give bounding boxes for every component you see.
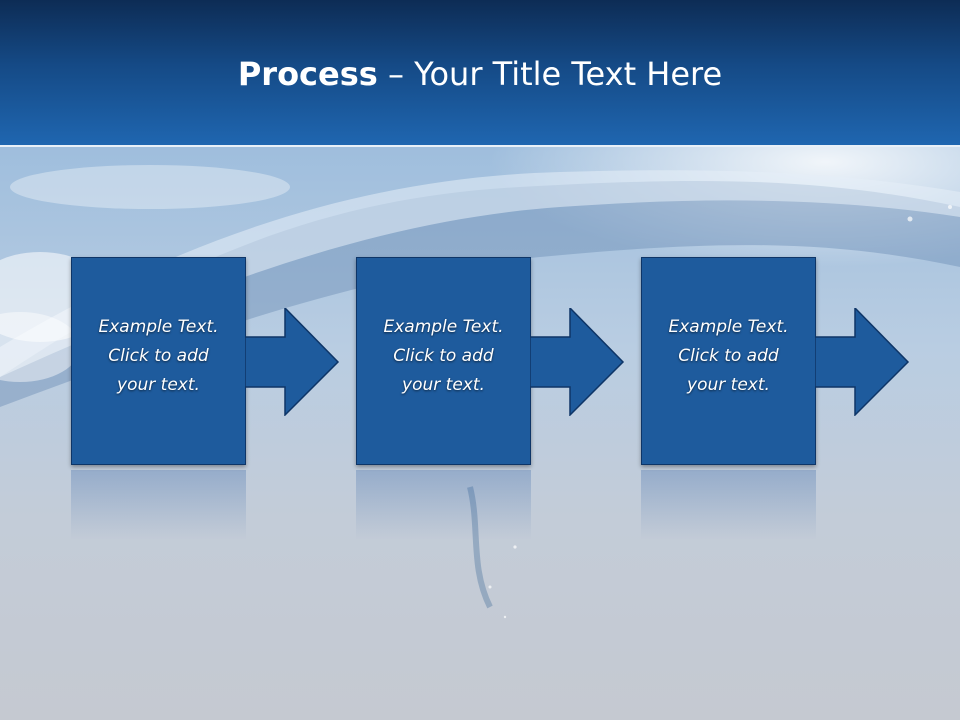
step-text-3: Example Text. Click to add your text.: [642, 313, 815, 400]
arrow-right-icon: [815, 308, 910, 416]
step-2-reflection: [356, 470, 531, 540]
step-1-reflection: [71, 470, 246, 540]
slide-title-bold: Process: [238, 55, 378, 93]
step-1-line-2: Click to add: [72, 342, 245, 371]
step-2-line-2: Click to add: [357, 342, 530, 371]
step-text-2: Example Text. Click to add your text.: [357, 313, 530, 400]
step-2-line-1: Example Text.: [357, 313, 530, 342]
step-1-line-1: Example Text.: [72, 313, 245, 342]
step-box-1[interactable]: Example Text. Click to add your text.: [71, 257, 246, 465]
step-3-line-2: Click to add: [642, 342, 815, 371]
step-box-2[interactable]: Example Text. Click to add your text.: [356, 257, 531, 465]
arrow-right-icon: [530, 308, 625, 416]
step-3-line-1: Example Text.: [642, 313, 815, 342]
arrow-right-icon: [245, 308, 340, 416]
step-1-line-3: your text.: [72, 371, 245, 400]
step-text-1: Example Text. Click to add your text.: [72, 313, 245, 400]
step-box-3[interactable]: Example Text. Click to add your text.: [641, 257, 816, 465]
step-3-reflection: [641, 470, 816, 540]
slide-title[interactable]: Process – Your Title Text Here: [0, 52, 960, 96]
step-3-line-3: your text.: [642, 371, 815, 400]
step-2-line-3: your text.: [357, 371, 530, 400]
slide-title-rest: – Your Title Text Here: [378, 55, 722, 93]
